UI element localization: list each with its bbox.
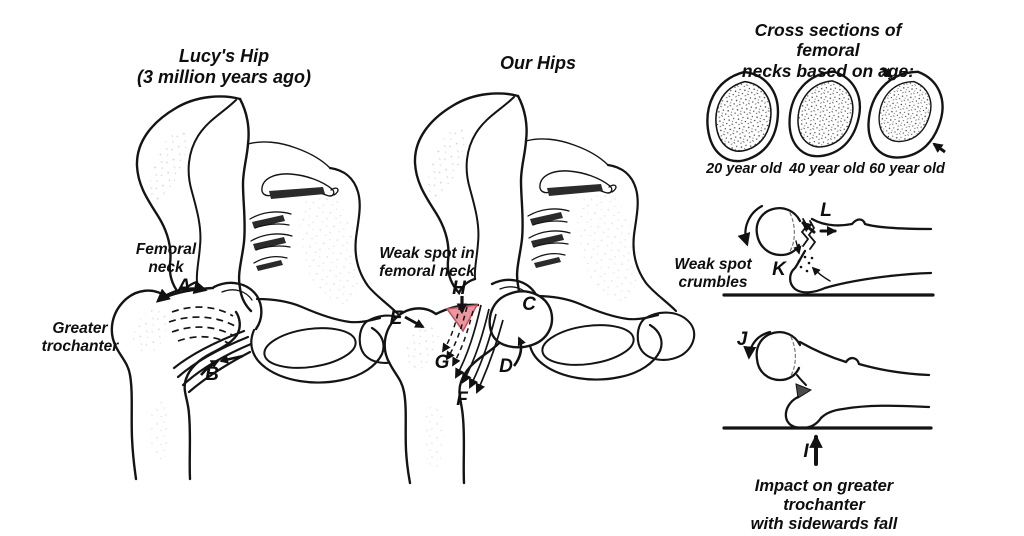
crumble-figure-drawing xyxy=(722,204,935,297)
lucy-femur xyxy=(110,286,241,481)
marker-e-arrow xyxy=(404,315,425,329)
crumble-debris xyxy=(797,255,814,273)
marker-c-label: C xyxy=(522,294,536,315)
marker-l-label: L xyxy=(820,200,832,221)
marker-k-label: K xyxy=(772,259,786,280)
trabecular-dashes xyxy=(168,306,236,345)
age-label-40: 40 year old xyxy=(789,161,865,177)
marker-j-label: J xyxy=(736,329,748,350)
marker-g-label: G xyxy=(434,352,450,373)
our-femur xyxy=(383,303,509,485)
calcar-arcs xyxy=(172,329,253,394)
marker-a-label: A xyxy=(177,276,191,297)
cortical-thinning-arrows xyxy=(880,66,946,154)
marker-h-label: H xyxy=(452,278,466,299)
marker-b-label: B xyxy=(205,364,219,385)
our-hips-title: Our Hips xyxy=(499,53,577,73)
impact-figure-drawing xyxy=(722,330,933,466)
marker-d-label: D xyxy=(499,356,513,377)
marker-i-label: I xyxy=(803,441,809,462)
marker-e-label: E xyxy=(389,308,403,329)
femoral-head xyxy=(488,290,554,349)
cross-sections-title: Cross sections of femoral necks based on… xyxy=(741,20,915,81)
marker-l-arrows xyxy=(801,221,838,237)
rotation-arrow xyxy=(737,204,764,247)
cross-sections-drawing xyxy=(701,64,949,166)
age-label-20: 20 year old xyxy=(706,161,782,177)
neck-stress-lines xyxy=(455,304,504,394)
weak-spot-crumbles-label: Weak spot crumbles xyxy=(674,256,752,291)
marker-a-arrow xyxy=(155,280,208,303)
greater-trochanter-label: Greater trochanter xyxy=(41,320,119,355)
impact-caption: Impact on greater trochanter with sidewa… xyxy=(750,477,898,534)
marker-d-arrow xyxy=(512,336,526,367)
weak-spot-label: Weak spot in femoral neck xyxy=(379,245,475,280)
weak-spot-notch xyxy=(795,383,813,399)
lucy-hip-drawing xyxy=(110,95,418,481)
marker-j-arrow xyxy=(743,330,772,360)
age-label-60: 60 year old xyxy=(869,161,945,177)
femoral-neck-label: Femoral neck xyxy=(135,241,197,276)
our-hip-drawing xyxy=(383,92,696,485)
marker-b-arrows xyxy=(200,354,244,376)
marker-f-label: F xyxy=(456,389,468,410)
lucy-hip-title: Lucy's Hip (3 million years ago) xyxy=(136,46,312,87)
